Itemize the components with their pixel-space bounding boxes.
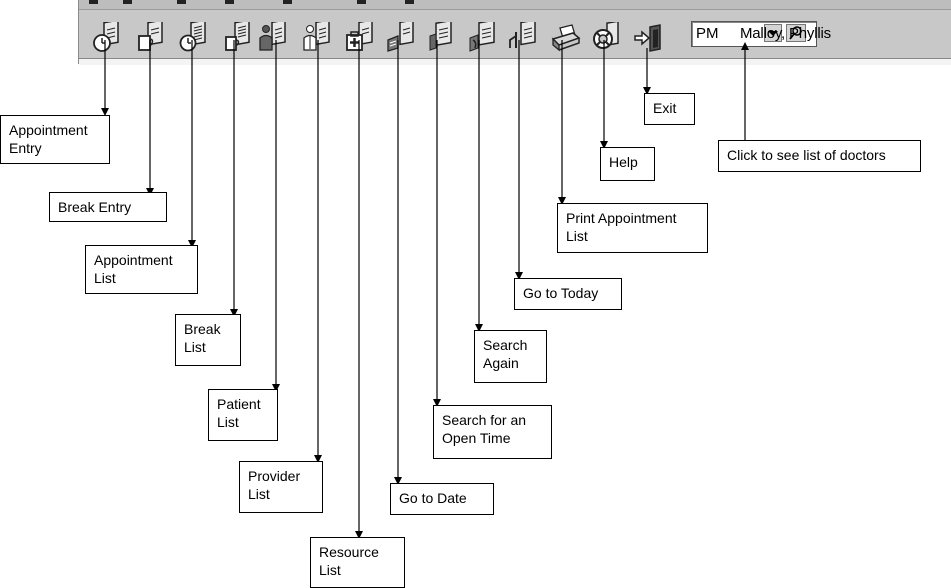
clock-book-icon bbox=[93, 22, 119, 52]
callout-print-appointment-list: Print Appointment List bbox=[557, 203, 708, 253]
doctor-name: Malloy, Phyllis bbox=[740, 25, 831, 42]
go-to-today-button[interactable] bbox=[507, 22, 539, 54]
exit-button[interactable] bbox=[633, 22, 665, 54]
callout-label: Break Entry bbox=[58, 199, 132, 215]
callout-break-list: Break List bbox=[175, 314, 241, 366]
callout-label: Search for an Open Time bbox=[442, 412, 527, 446]
calendar-book-icon bbox=[387, 22, 414, 52]
doctor-search-button[interactable] bbox=[786, 24, 806, 42]
menu-tick bbox=[283, 0, 292, 4]
callout-label: Appointment List bbox=[94, 252, 173, 286]
callout-label: Patient List bbox=[217, 396, 261, 430]
callout-exit: Exit bbox=[644, 93, 695, 125]
search-again-book-icon bbox=[469, 22, 495, 52]
resource-list-button[interactable] bbox=[344, 22, 376, 54]
callout-help: Help bbox=[600, 147, 655, 181]
menu-tick bbox=[89, 0, 98, 4]
break-list-button[interactable] bbox=[222, 22, 254, 54]
help-button[interactable] bbox=[591, 22, 623, 54]
callout-provider-list: Provider List bbox=[239, 461, 323, 513]
callout-appointment-list: Appointment List bbox=[85, 245, 198, 294]
go-to-date-button[interactable] bbox=[385, 22, 417, 54]
callout-label: Go to Date bbox=[399, 490, 467, 506]
callout-search-open-time: Search for an Open Time bbox=[433, 405, 552, 459]
print-appointment-list-button[interactable] bbox=[550, 22, 582, 54]
callout-label: Break List bbox=[184, 321, 221, 355]
callout-patient-list: Patient List bbox=[208, 389, 278, 441]
lifebuoy-icon bbox=[593, 22, 619, 49]
menu-tick bbox=[225, 0, 234, 4]
callout-go-to-date: Go to Date bbox=[390, 483, 494, 515]
callout-doctors-list: Click to see list of doctors bbox=[718, 140, 921, 172]
callout-break-entry: Break Entry bbox=[49, 192, 167, 222]
callout-appointment-entry: Appointment Entry bbox=[0, 115, 110, 164]
schedule-grid-strip bbox=[79, 58, 951, 65]
menu-tick bbox=[123, 0, 132, 4]
printer-icon bbox=[551, 24, 581, 52]
callout-label: Provider List bbox=[248, 468, 301, 502]
menu-tick bbox=[357, 0, 366, 4]
callout-label: Appointment Entry bbox=[9, 122, 88, 156]
callout-resource-list: Resource List bbox=[310, 537, 405, 588]
break-entry-button[interactable] bbox=[135, 22, 167, 54]
provider-figure-icon bbox=[303, 22, 330, 51]
search-again-button[interactable] bbox=[467, 22, 499, 54]
search-icon bbox=[789, 26, 802, 40]
callout-label: Go to Today bbox=[523, 285, 599, 301]
cup-book-icon bbox=[138, 22, 163, 51]
patient-figure-icon bbox=[259, 22, 286, 51]
callout-label: Resource List bbox=[319, 544, 379, 578]
callout-label: Help bbox=[609, 154, 638, 170]
doctor-select-value: PM bbox=[696, 25, 719, 42]
dropdown-arrow-button[interactable] bbox=[764, 24, 782, 42]
callout-search-again: Search Again bbox=[474, 330, 547, 383]
menu-strip bbox=[79, 0, 951, 10]
callout-label: Search Again bbox=[483, 337, 528, 371]
medical-kit-icon bbox=[346, 22, 373, 51]
cup-list-icon bbox=[225, 22, 250, 51]
today-book-icon bbox=[509, 22, 536, 48]
open-time-book-icon bbox=[429, 22, 452, 51]
menu-tick bbox=[177, 0, 186, 4]
provider-list-button[interactable] bbox=[301, 22, 333, 54]
patient-list-button[interactable] bbox=[257, 22, 289, 54]
callout-go-to-today: Go to Today bbox=[514, 278, 622, 310]
exit-door-icon bbox=[634, 24, 661, 52]
callout-label: Click to see list of doctors bbox=[727, 147, 886, 163]
doctor-select[interactable]: PM bbox=[691, 21, 817, 47]
appointment-entry-button[interactable] bbox=[91, 22, 123, 54]
chevron-down-icon bbox=[768, 31, 778, 36]
callout-label: Print Appointment List bbox=[566, 210, 677, 244]
callout-label: Exit bbox=[653, 100, 677, 116]
search-open-time-button[interactable] bbox=[426, 22, 458, 54]
menu-tick bbox=[405, 0, 414, 4]
